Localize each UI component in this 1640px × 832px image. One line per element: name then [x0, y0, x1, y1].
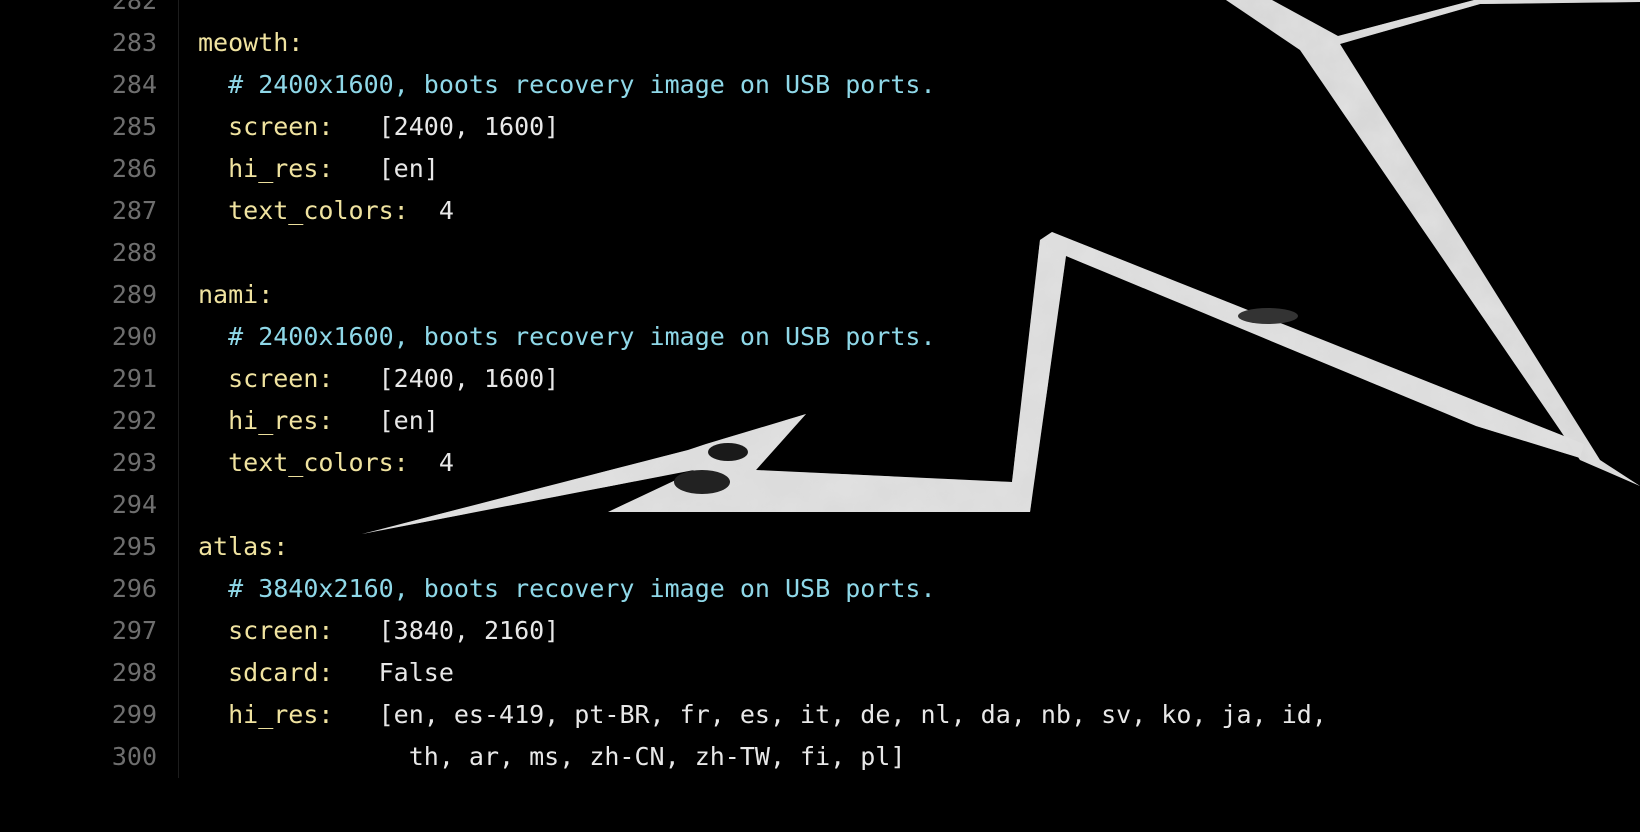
line-content: nami:	[198, 274, 273, 316]
yaml-key: nami:	[198, 280, 274, 309]
yaml-key: hi_res:	[198, 406, 334, 435]
yaml-comment: # 2400x1600, boots recovery image on USB…	[198, 70, 936, 99]
code-line[interactable]: 285 screen: [2400, 1600]	[0, 106, 1640, 148]
line-number: 293	[111, 448, 157, 477]
code-line[interactable]: 299 hi_res: [en, es-419, pt-BR, fr, es, …	[0, 694, 1640, 736]
code-line[interactable]: 298 sdcard: False	[0, 652, 1640, 694]
yaml-value: th, ar, ms, zh-CN, zh-TW, fi, pl]	[198, 742, 906, 771]
code-line[interactable]: 282	[0, 0, 1640, 22]
line-number: 297	[111, 616, 157, 645]
line-content: hi_res: [en, es-419, pt-BR, fr, es, it, …	[198, 694, 1327, 736]
line-content: atlas:	[198, 526, 288, 568]
line-number: 288	[111, 238, 157, 267]
line-content: hi_res: [en]	[198, 400, 439, 442]
line-content: # 2400x1600, boots recovery image on USB…	[198, 64, 936, 106]
code-line[interactable]: 284 # 2400x1600, boots recovery image on…	[0, 64, 1640, 106]
yaml-key: text_colors:	[198, 196, 409, 225]
yaml-key: sdcard:	[198, 658, 334, 687]
line-number: 291	[111, 364, 157, 393]
line-number: 283	[111, 28, 157, 57]
line-number: 294	[111, 490, 157, 519]
line-content: text_colors: 4	[198, 190, 454, 232]
code-line[interactable]: 294	[0, 484, 1640, 526]
line-number: 282	[111, 0, 157, 15]
line-number: 296	[111, 574, 157, 603]
yaml-value: [en]	[333, 154, 439, 183]
yaml-value: [3840, 2160]	[333, 616, 560, 645]
line-number: 290	[111, 322, 157, 351]
line-content: text_colors: 4	[198, 442, 454, 484]
line-content: sdcard: False	[198, 652, 454, 694]
line-number: 284	[111, 70, 157, 99]
yaml-value: 4	[408, 448, 454, 477]
yaml-key: screen:	[198, 112, 334, 141]
yaml-value: 4	[408, 196, 454, 225]
line-content: screen: [3840, 2160]	[198, 610, 559, 652]
code-line[interactable]: 297 screen: [3840, 2160]	[0, 610, 1640, 652]
line-content: # 3840x2160, boots recovery image on USB…	[198, 568, 936, 610]
line-number: 295	[111, 532, 157, 561]
line-number: 287	[111, 196, 157, 225]
yaml-value: False	[333, 658, 454, 687]
code-line[interactable]: 293 text_colors: 4	[0, 442, 1640, 484]
yaml-key: screen:	[198, 616, 334, 645]
code-line[interactable]: 295 atlas:	[0, 526, 1640, 568]
yaml-value: [en, es-419, pt-BR, fr, es, it, de, nl, …	[333, 700, 1327, 729]
code-line[interactable]: 300 th, ar, ms, zh-CN, zh-TW, fi, pl]	[0, 736, 1640, 778]
line-content: # 2400x1600, boots recovery image on USB…	[198, 316, 936, 358]
line-content: hi_res: [en]	[198, 148, 439, 190]
code-line[interactable]: 289 nami:	[0, 274, 1640, 316]
yaml-key: atlas:	[198, 532, 289, 561]
code-line[interactable]: 291 screen: [2400, 1600]	[0, 358, 1640, 400]
code-line[interactable]: 288	[0, 232, 1640, 274]
line-content: th, ar, ms, zh-CN, zh-TW, fi, pl]	[198, 736, 906, 778]
yaml-key: meowth:	[198, 28, 304, 57]
line-number: 286	[111, 154, 157, 183]
line-content: screen: [2400, 1600]	[198, 106, 559, 148]
yaml-comment: # 3840x2160, boots recovery image on USB…	[198, 574, 936, 603]
code-line[interactable]: 283 meowth:	[0, 22, 1640, 64]
line-content: screen: [2400, 1600]	[198, 358, 559, 400]
line-number: 289	[111, 280, 157, 309]
line-number: 300	[111, 742, 157, 771]
line-number: 298	[111, 658, 157, 687]
code-line[interactable]: 286 hi_res: [en]	[0, 148, 1640, 190]
line-number: 292	[111, 406, 157, 435]
yaml-value: [2400, 1600]	[333, 112, 560, 141]
line-number: 285	[111, 112, 157, 141]
line-content: meowth:	[198, 22, 303, 64]
code-line[interactable]: 292 hi_res: [en]	[0, 400, 1640, 442]
yaml-key: text_colors:	[198, 448, 409, 477]
yaml-key: hi_res:	[198, 700, 334, 729]
yaml-value: [2400, 1600]	[333, 364, 560, 393]
yaml-value: [en]	[333, 406, 439, 435]
code-line[interactable]: 290 # 2400x1600, boots recovery image on…	[0, 316, 1640, 358]
line-number-gutter	[0, 0, 179, 778]
yaml-key: hi_res:	[198, 154, 334, 183]
yaml-comment: # 2400x1600, boots recovery image on USB…	[198, 322, 936, 351]
code-line[interactable]: 287 text_colors: 4	[0, 190, 1640, 232]
code-line[interactable]: 296 # 3840x2160, boots recovery image on…	[0, 568, 1640, 610]
line-number: 299	[111, 700, 157, 729]
yaml-key: screen:	[198, 364, 334, 393]
